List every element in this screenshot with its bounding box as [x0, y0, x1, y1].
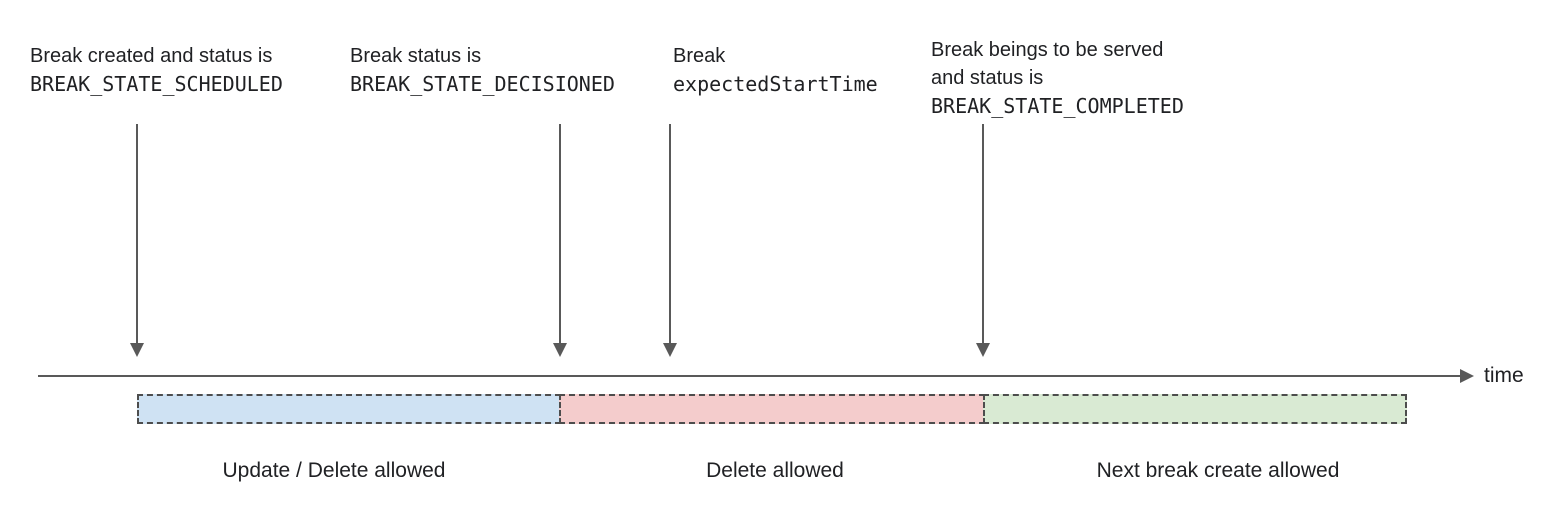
annotation-text: Break created and status is — [30, 45, 273, 67]
annotation-code: BREAK_STATE_SCHEDULED — [30, 72, 283, 96]
annotation-break-decisioned: Break status is BREAK_STATE_DECISIONED — [350, 42, 615, 98]
arrow-right-icon — [1460, 369, 1474, 383]
event-arrow-expected-start — [663, 124, 677, 357]
annotation-text: and status is — [931, 67, 1044, 89]
event-arrow-scheduled — [130, 124, 144, 357]
arrow-shaft — [136, 124, 138, 344]
event-arrow-decisioned — [553, 124, 567, 357]
annotation-code: expectedStartTime — [673, 72, 878, 96]
annotation-expected-start-time: Break expectedStartTime — [673, 42, 878, 98]
annotation-code: BREAK_STATE_DECISIONED — [350, 72, 615, 96]
arrow-shaft — [669, 124, 671, 344]
annotation-text: Break beings to be served — [931, 39, 1164, 61]
arrow-shaft — [559, 124, 561, 344]
arrow-shaft — [982, 124, 984, 344]
segment-label-update-delete: Update / Delete allowed — [222, 459, 446, 482]
event-arrow-completed — [976, 124, 990, 357]
segment-label-delete: Delete allowed — [706, 459, 844, 482]
annotation-text: Break status is — [350, 45, 482, 67]
annotation-code: BREAK_STATE_COMPLETED — [931, 94, 1184, 118]
annotation-break-completed: Break beings to be served and status is … — [931, 36, 1184, 120]
arrow-down-icon — [553, 343, 567, 357]
annotation-break-created: Break created and status is BREAK_STATE_… — [30, 42, 283, 98]
arrow-down-icon — [976, 343, 990, 357]
segment-update-delete-allowed — [137, 394, 561, 424]
timeline-axis-label: time — [1484, 364, 1524, 387]
segment-next-break-create-allowed — [983, 394, 1407, 424]
annotation-text: Break — [673, 45, 726, 67]
arrow-down-icon — [130, 343, 144, 357]
arrow-down-icon — [663, 343, 677, 357]
segment-label-next-break: Next break create allowed — [1096, 459, 1340, 482]
segment-delete-allowed — [559, 394, 985, 424]
timeline-axis — [38, 375, 1460, 377]
